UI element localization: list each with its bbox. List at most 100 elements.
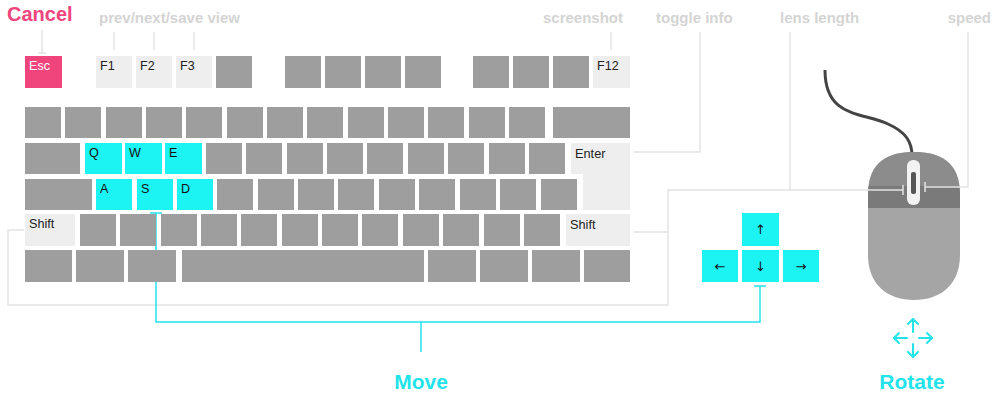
key-label: F3 bbox=[180, 59, 210, 74]
rotate-icon bbox=[908, 352, 918, 357]
keyboard-key bbox=[388, 107, 424, 138]
shift-key: Shift bbox=[566, 214, 630, 246]
keyboard-key bbox=[161, 214, 197, 246]
callout-label: prev/next/save view bbox=[99, 9, 240, 26]
key-label: F2 bbox=[140, 59, 170, 74]
keyboard-key bbox=[553, 107, 630, 138]
key-label: A bbox=[100, 182, 130, 197]
keyboard-key bbox=[246, 143, 282, 174]
key-label: D bbox=[181, 182, 211, 197]
leader-lines bbox=[114, 32, 194, 50]
keyboard-key bbox=[76, 250, 124, 282]
keyboard-key bbox=[513, 56, 549, 88]
function-key: F2 bbox=[136, 56, 172, 88]
enter-key-shape bbox=[571, 143, 630, 210]
keyboard-key bbox=[553, 56, 589, 88]
arrow-key: ← bbox=[702, 250, 738, 282]
move-leader-lines bbox=[150, 213, 766, 286]
move-key: S bbox=[137, 179, 173, 210]
callout-label: screenshot bbox=[543, 9, 623, 26]
key-label: → bbox=[796, 259, 807, 274]
keyboard-key bbox=[428, 250, 476, 282]
rotate-icon bbox=[894, 333, 899, 343]
keyboard-key bbox=[541, 179, 577, 210]
keyboard-key bbox=[25, 107, 61, 138]
keyboard-key bbox=[325, 56, 361, 88]
mouse bbox=[825, 70, 962, 300]
keyboard-key bbox=[428, 107, 464, 138]
keyboard-key bbox=[484, 214, 520, 246]
key-label: F1 bbox=[100, 59, 130, 74]
callout-label: toggle info bbox=[656, 9, 733, 26]
keyboard-key bbox=[120, 214, 156, 246]
keyboard-key bbox=[529, 143, 565, 174]
mouse bbox=[866, 150, 962, 208]
keyboard-key bbox=[216, 56, 252, 88]
move-leader-lines bbox=[420, 322, 422, 352]
leader-lines bbox=[790, 32, 868, 190]
keyboard-key bbox=[419, 179, 455, 210]
rotate-icon bbox=[894, 319, 932, 357]
keyboard-key bbox=[509, 107, 545, 138]
move-key: A bbox=[96, 179, 132, 210]
keyboard-key bbox=[473, 56, 509, 88]
keyboard-key bbox=[65, 107, 101, 138]
leader-lines bbox=[634, 32, 700, 152]
keyboard-key bbox=[460, 179, 496, 210]
keyboard-key bbox=[128, 250, 176, 282]
wheel-leader-lines bbox=[925, 182, 960, 192]
mouse bbox=[825, 70, 912, 156]
leader-lines bbox=[38, 30, 46, 53]
callout-label: speed bbox=[948, 9, 991, 26]
keyboard-key bbox=[186, 107, 222, 138]
key-label: Enter bbox=[575, 146, 628, 161]
keyboard-key bbox=[365, 56, 401, 88]
key-label: W bbox=[129, 146, 160, 161]
cancel-key: Esc bbox=[25, 56, 62, 88]
key-label: S bbox=[141, 182, 171, 197]
arrow-key: ↓ bbox=[742, 250, 779, 282]
keyboard-key bbox=[25, 56, 630, 282]
shift-key: Shift bbox=[25, 214, 75, 246]
keyboard-key bbox=[146, 107, 182, 138]
move-key: E bbox=[165, 143, 202, 174]
keyboard-key bbox=[348, 107, 384, 138]
keyboard-key bbox=[469, 107, 505, 138]
keyboard-key bbox=[500, 179, 536, 210]
keyboard-key bbox=[106, 107, 142, 138]
mouse bbox=[911, 172, 916, 194]
key-label: F12 bbox=[597, 59, 628, 74]
key-label: Q bbox=[89, 146, 120, 161]
keyboard-key bbox=[217, 179, 253, 210]
wheel-leader-lines bbox=[868, 182, 960, 195]
keyboard-key bbox=[267, 107, 303, 138]
action-label: Cancel bbox=[7, 3, 73, 26]
leader-lines bbox=[610, 32, 612, 50]
action-label: Rotate bbox=[879, 370, 944, 394]
keyboard-key bbox=[448, 143, 484, 174]
leader-lines bbox=[8, 30, 968, 305]
key-label: ↓ bbox=[755, 259, 766, 274]
key-label: Shift bbox=[29, 217, 73, 232]
keyboard-key bbox=[298, 179, 334, 210]
keyboard-key bbox=[285, 56, 321, 88]
move-leader-lines bbox=[150, 213, 766, 352]
wheel-leader-lines bbox=[868, 185, 903, 195]
keyboard-key bbox=[362, 214, 398, 246]
rotate-icon bbox=[908, 319, 918, 324]
move-key: D bbox=[177, 179, 213, 210]
keyboard-key bbox=[80, 214, 116, 246]
keyboard-key bbox=[379, 179, 415, 210]
callout-label: lens length bbox=[780, 9, 859, 26]
keyboard-key bbox=[532, 250, 580, 282]
keyboard-key bbox=[258, 179, 294, 210]
function-key: F3 bbox=[176, 56, 212, 88]
keyboard-key bbox=[25, 179, 92, 210]
leader-lines bbox=[634, 231, 668, 233]
key-label: E bbox=[169, 146, 200, 161]
move-leader-lines bbox=[156, 213, 760, 322]
rotate-icon bbox=[894, 319, 932, 357]
keyboard-key bbox=[480, 250, 528, 282]
